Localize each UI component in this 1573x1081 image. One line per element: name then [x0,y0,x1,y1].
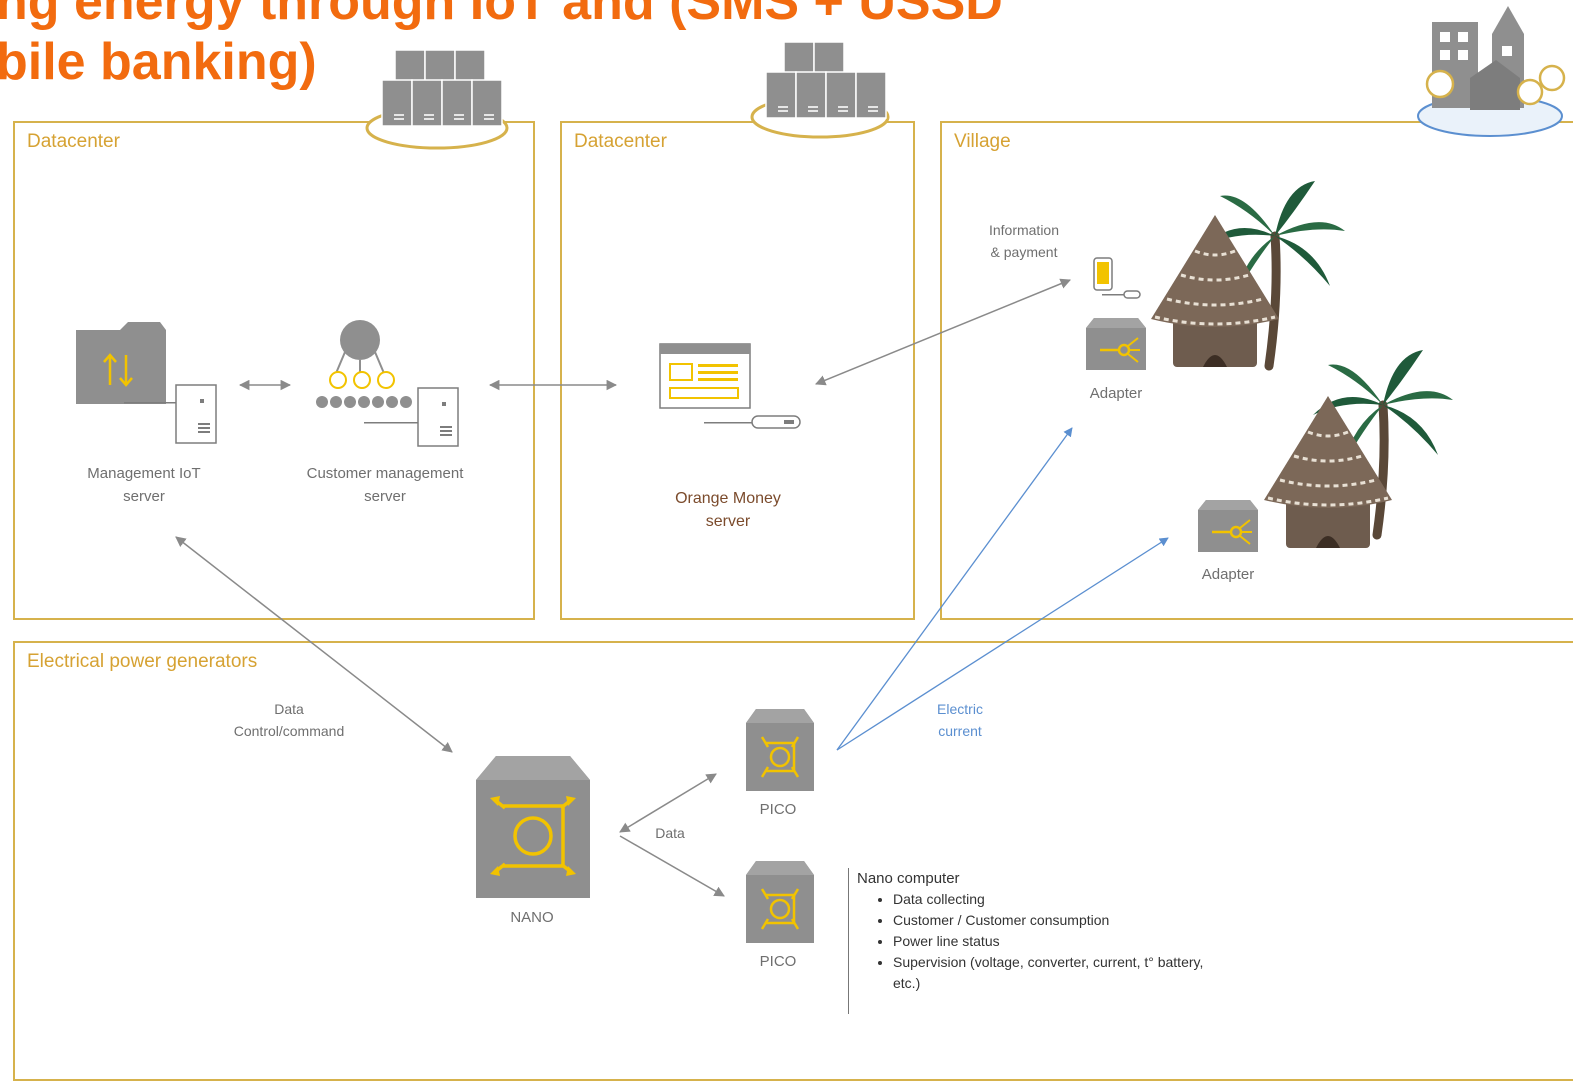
data-control-label-line-1: Data [274,701,304,717]
adapter-1-icon [1084,316,1148,372]
orange-money-server-label: Orange Money server [648,487,808,533]
nano-device-icon [476,756,590,898]
village-hut-icon-2 [1262,350,1453,550]
datacenter-2-servers-icon [750,41,890,139]
datacenter-1-title: Datacenter [27,131,120,152]
connector-iot-nano [175,536,453,753]
pico-1-icon [744,707,816,793]
connector-pico-adapter-1 [836,427,1073,751]
information-payment-label: Information & payment [964,219,1084,263]
data-control-label-line-2: Control/command [233,723,345,739]
orange-money-server-label-line-1: Orange Money [675,490,781,507]
village-hut-icon-1 [1149,181,1345,367]
customer-management-server-label-line-1: Customer management [306,465,464,482]
datacenter-2-title: Datacenter [574,131,667,152]
management-iot-server-label-line-2: server [123,488,165,505]
adapter-2-icon [1196,498,1260,554]
village-town-icon [1417,6,1566,137]
village-title: Village [954,131,1011,152]
note-list: Data collecting Customer / Customer cons… [857,889,1213,994]
data-label: Data [655,825,685,841]
connector-orangemoney-phone [815,278,1071,386]
pico-2-icon [744,859,816,945]
datacenter-1-servers-icon [365,49,509,150]
electric-current-label: Electric current [910,698,1010,742]
management-iot-server-label: Management IoT server [64,462,224,508]
mobile-phone-icon [1093,257,1141,299]
connector-pico-adapter-2 [836,537,1169,751]
diagram: ng energy through IoT and (SMS + USSD bi… [0,0,1573,1059]
management-iot-server-icon [76,322,217,444]
diagram-graphics [76,6,1566,945]
note-item: Supervision (voltage, converter, current… [893,952,1213,994]
connector-nano-pico-1 [619,773,717,833]
orange-money-server-label-line-2: server [705,513,751,530]
information-payment-label-line-2: & payment [990,244,1058,260]
data-control-label: Data Control/command [209,698,369,742]
adapter-1-label: Adapter [1089,385,1143,402]
customer-management-server-label-line-2: server [364,488,406,505]
note-item: Data collecting [893,889,1213,910]
connector-nano-pico-2 [619,835,725,897]
slide-title-line-1: ng energy through IoT and (SMS + USSD [0,0,1003,31]
information-payment-label-line-1: Information [988,222,1060,238]
adapter-2-label: Adapter [1201,566,1255,583]
note-item: Customer / Customer consumption [893,910,1213,931]
note-item: Power line status [893,931,1213,952]
nano-label: NANO [510,909,554,926]
electric-current-label-line-1: Electric [937,701,983,717]
pico-1-label: PICO [759,801,797,818]
pico-2-label: PICO [759,953,797,970]
note-title: Nano computer [857,870,960,887]
nano-computer-note: Nano computer Data collecting Customer /… [848,868,1213,1014]
customer-management-server-label: Customer management server [280,462,490,508]
customer-management-server-icon [316,320,459,447]
orange-money-server-icon [659,343,801,429]
electric-current-label-line-2: current [938,723,982,739]
management-iot-server-label-line-1: Management IoT [87,465,201,482]
slide-title-line-2: bile banking) [0,33,317,91]
